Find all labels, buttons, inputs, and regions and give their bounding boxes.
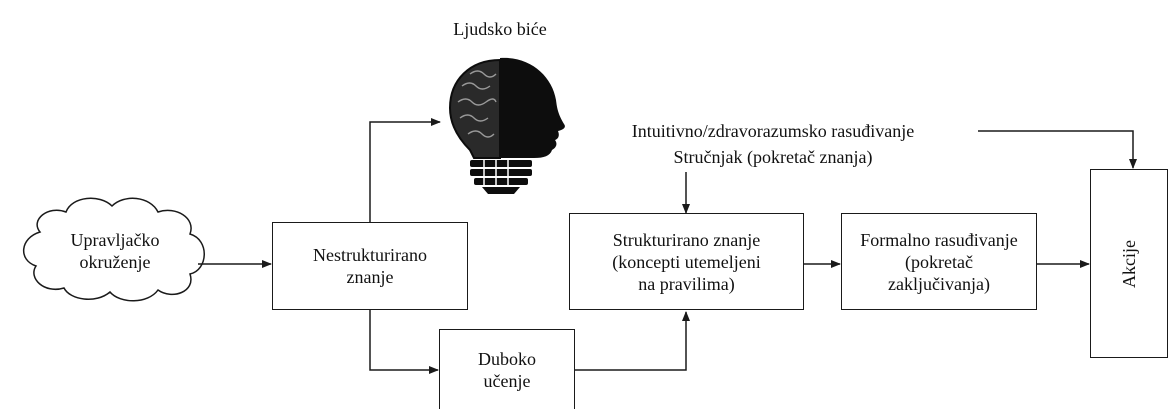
formal-reasoning-box: Formalno rasuđivanje (pokretač zaključiv… [841, 213, 1037, 310]
arrow-unstructured-to-deep [369, 309, 439, 374]
human-head-bulb-icon [448, 57, 565, 194]
expert-label: Stručnjak (pokretač znanja) [673, 147, 873, 167]
unstructured-knowledge-label: Nestrukturirano znanje [313, 245, 427, 287]
arrow-intuitive-to-actions [978, 130, 1137, 169]
structured-knowledge-label: Strukturirano znanje (koncepti utemeljen… [612, 229, 761, 294]
deep-learning-label: Duboko učenje [478, 348, 536, 391]
intuitive-reasoning-label: Intuitivno/zdravorazumsko rasuđivanje [631, 121, 915, 141]
human-label: Ljudsko biće [453, 19, 547, 39]
formal-reasoning-label: Formalno rasuđivanje (pokretač zaključiv… [860, 229, 1018, 294]
unstructured-knowledge-box: Nestrukturirano znanje [272, 222, 468, 310]
arrow-unstructured-to-human [369, 118, 441, 222]
deep-learning-box: Duboko učenje [439, 329, 575, 409]
cloud-shape [23, 197, 205, 302]
arrow-deep-to-structured [575, 311, 690, 371]
environment-label: Upravljačko okruženje [70, 230, 160, 272]
actions-box: Akcije [1090, 169, 1168, 358]
actions-label: Akcije [1119, 239, 1139, 288]
structured-knowledge-box: Strukturirano znanje (koncepti utemeljen… [569, 213, 804, 310]
